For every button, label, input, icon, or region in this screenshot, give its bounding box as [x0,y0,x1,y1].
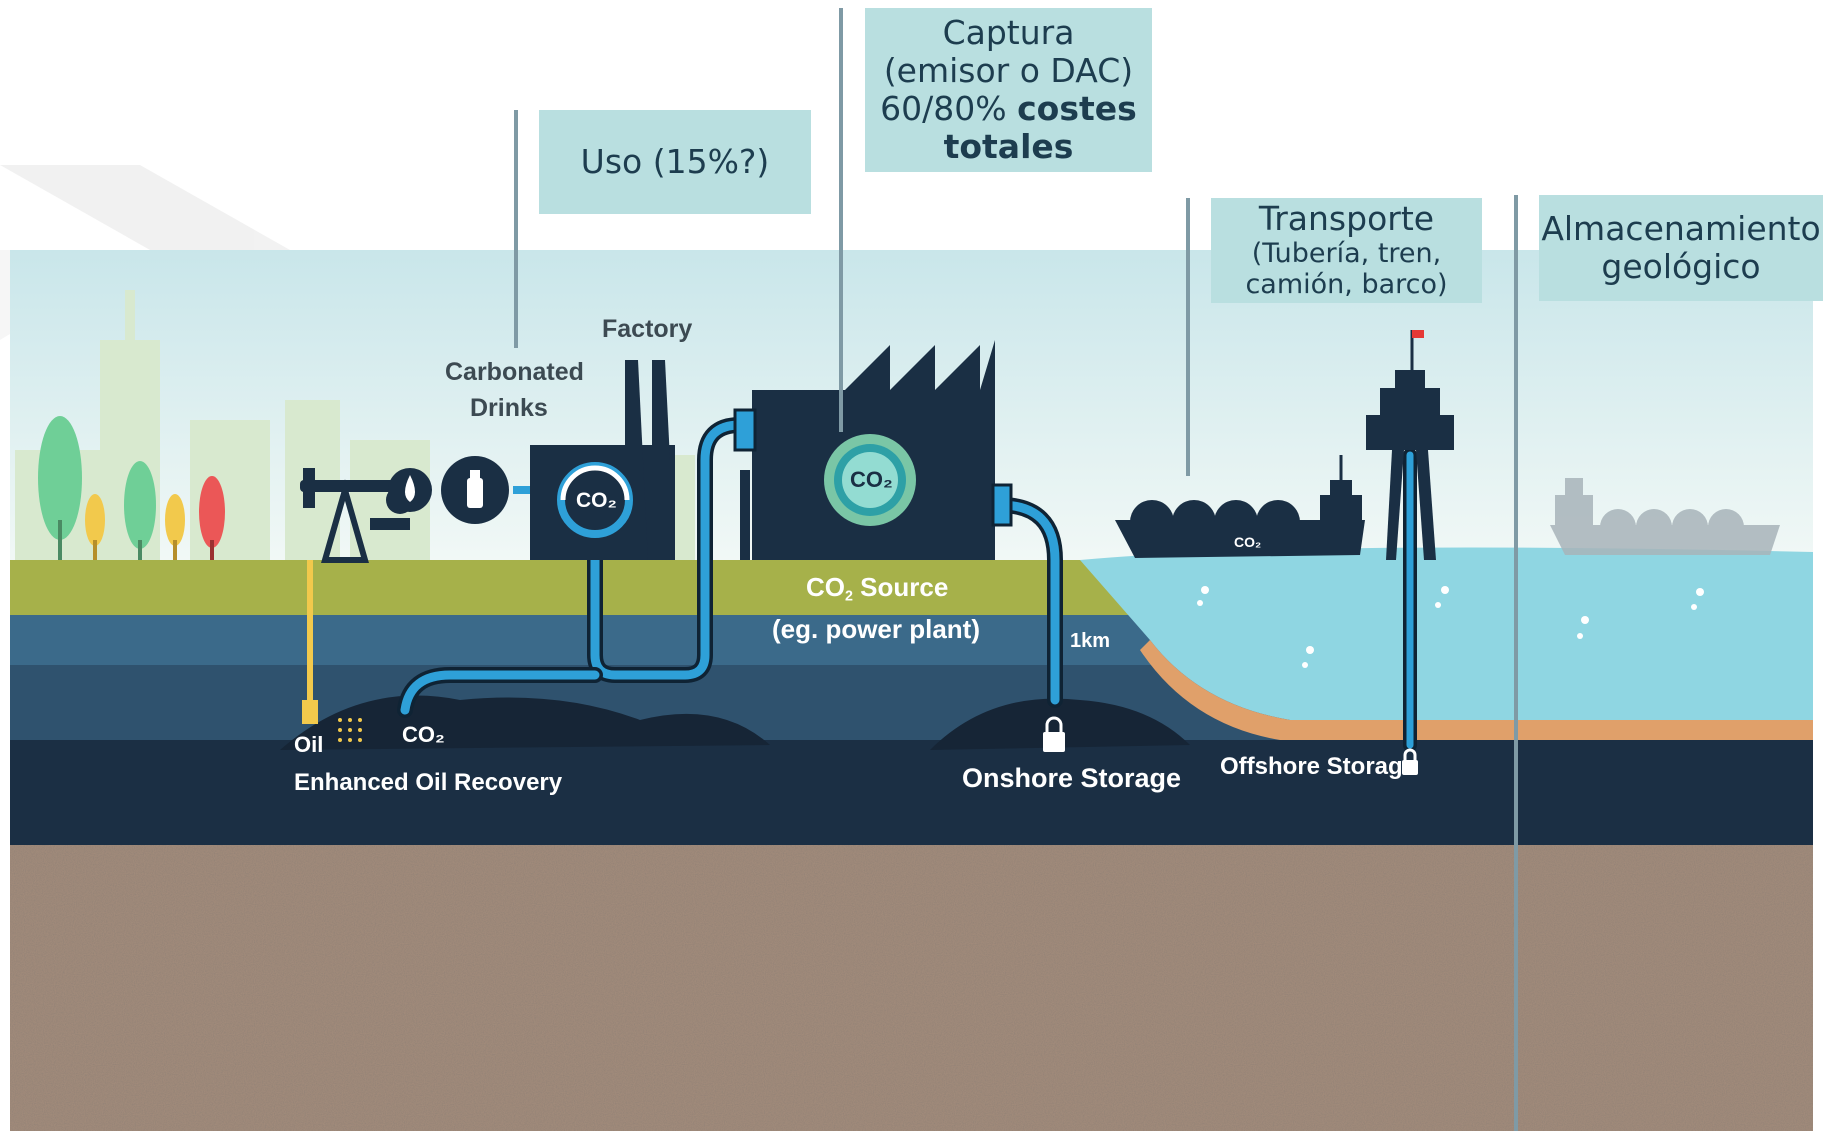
seabed-sand [1140,640,1813,740]
callout-captura: Captura (emisor o DAC) 60/80% costes tot… [865,8,1152,172]
label-ship-co2: CO₂ [1234,534,1262,550]
water-bubbles [1197,586,1704,668]
co2-tanker-ship-icon [1115,455,1365,558]
label-factory-co2: CO₂ [576,489,617,512]
gravel-rock [10,845,1813,1131]
callout-transporte-line2: (Tubería, tren, [1251,238,1442,270]
callout-captura-percent: 60/80% [880,89,1018,128]
callout-captura-line4: totales [943,126,1074,166]
label-co2-source-co: CO [806,572,845,602]
callout-captura-totales: totales [943,126,1074,166]
offshore-lock-icon [1402,748,1418,775]
callout-uso: Uso (15%?) [539,110,811,214]
callout-uso-text: Uso (15%?) [580,142,770,182]
layer-deep [10,740,1813,845]
label-plant-co2: CO₂ [850,467,893,492]
callout-transporte-title: Transporte [1258,199,1435,239]
label-enhanced-oil-recovery: Enhanced Oil Recovery [294,769,563,796]
label-co2-source-word: Source [852,572,949,602]
label-onshore-storage: Onshore Storage [962,763,1182,793]
callout-almacenamiento-line1: Almacenamiento [1541,209,1821,249]
label-co2-source-sub: 2 [845,588,853,605]
callout-transporte-line3: camión, barco) [1245,269,1448,301]
callout-captura-line3: 60/80% costes [880,90,1137,128]
platform-flag-icon [1412,330,1424,338]
label-oil: Oil [294,732,324,757]
factory-icon [530,360,675,560]
label-drinks: Drinks [470,394,548,422]
callout-transporte: Transporte (Tubería, tren, camión, barco… [1211,198,1482,303]
power-plant-icon [733,340,1013,560]
co2-pipelines [397,417,1417,752]
offshore-platform-icon [1366,330,1454,560]
label-factory: Factory [602,315,693,343]
label-depth: 1km [1070,630,1111,652]
sea-water [1080,547,1813,720]
callout-almacenamiento: Almacenamiento geológico [1539,195,1823,301]
label-co2-source: CO2 Source [806,572,948,604]
oil-well-tip [302,700,318,724]
callout-captura-line2: (emisor o DAC) [883,51,1134,91]
callout-captura-line1: Captura [942,13,1075,53]
label-eor-co2: CO₂ [402,722,445,747]
label-carbonated: Carbonated [445,358,584,386]
label-offshore-storage: Offshore Storage [1220,753,1417,780]
label-power-plant-example: (eg. power plant) [772,614,980,644]
onshore-lock-icon [1043,716,1065,752]
trees [38,416,225,560]
callout-captura-costes: costes [1017,89,1137,128]
eor-particles [338,718,362,742]
ghost-ship-icon [1550,478,1780,555]
callout-almacenamiento-line2: geológico [1601,247,1761,286]
